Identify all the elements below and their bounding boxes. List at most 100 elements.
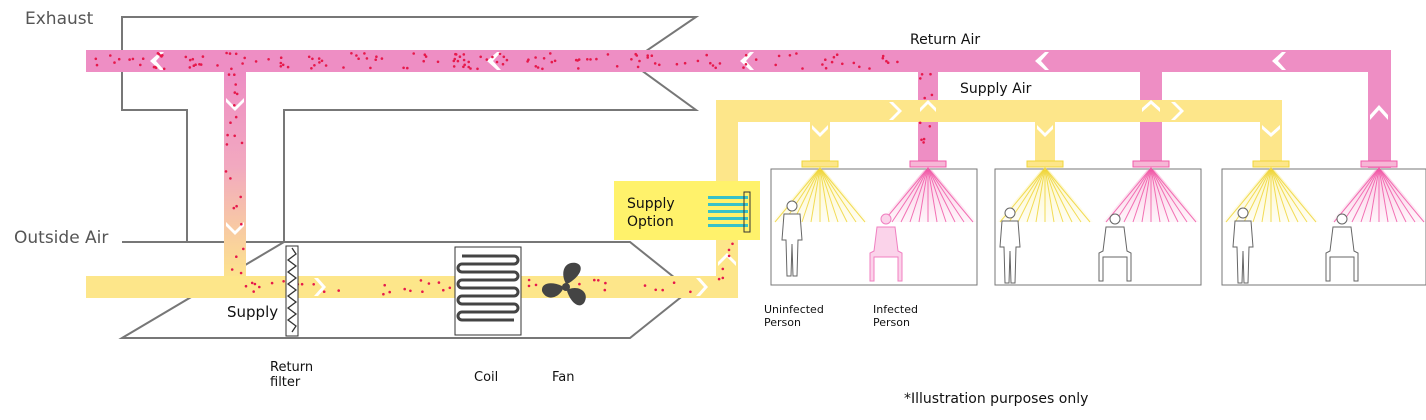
contaminant-dot xyxy=(635,54,639,57)
contaminant-dot xyxy=(320,59,324,63)
contaminant-dot xyxy=(721,276,725,280)
contaminant-dot xyxy=(322,290,326,294)
contaminant-dot xyxy=(324,64,328,67)
contaminant-dot xyxy=(709,61,712,65)
contaminant-dot xyxy=(777,54,781,58)
supply-spray-ray xyxy=(1044,167,1073,223)
contaminant-dot xyxy=(589,58,592,61)
contaminant-dot xyxy=(696,59,700,63)
contaminant-dot xyxy=(491,55,494,59)
contaminant-dot xyxy=(526,60,529,63)
contaminant-dot xyxy=(646,54,649,57)
contaminant-dot xyxy=(307,55,311,59)
contaminant-dot xyxy=(201,55,205,58)
contaminant-dot xyxy=(437,281,441,284)
return-air-label: Return Air xyxy=(910,32,981,48)
contaminant-dot xyxy=(553,59,557,63)
supply-spray-ray xyxy=(1270,167,1290,223)
contaminant-dot xyxy=(369,66,372,70)
air-handler-outline xyxy=(118,241,692,339)
infected-line1: Infected xyxy=(873,303,918,316)
return-spray-ray xyxy=(891,167,929,223)
contaminant-dot xyxy=(920,73,924,76)
contaminant-dot xyxy=(824,58,827,61)
return-spray-ray xyxy=(1141,167,1152,223)
return-spray-ray xyxy=(1360,167,1380,223)
contaminant-dot xyxy=(542,57,546,60)
return-spray-ray xyxy=(1378,167,1389,223)
supply-diffuser-icon xyxy=(1252,160,1290,168)
fan-icon xyxy=(541,262,586,306)
supply-spray-ray xyxy=(1270,167,1308,223)
contaminant-dot xyxy=(754,58,758,61)
return-air-duct xyxy=(86,50,1391,282)
return-spray-ray xyxy=(1150,167,1188,223)
contaminant-dot xyxy=(498,52,502,56)
contaminant-dot xyxy=(243,56,246,60)
supply-spray-ray xyxy=(1017,167,1046,223)
infected-person-label: Infected Person xyxy=(873,303,918,329)
return-spray-ray xyxy=(1114,167,1152,223)
contaminant-dot xyxy=(436,60,440,64)
contaminant-dot xyxy=(421,290,424,294)
contaminant-dot xyxy=(310,67,313,70)
person-icon xyxy=(999,207,1021,284)
supply-diffuser-icon xyxy=(1026,160,1064,168)
contaminant-dot xyxy=(658,63,661,67)
contaminant-dot xyxy=(225,51,228,55)
contaminant-dot xyxy=(454,53,458,56)
contaminant-dot xyxy=(254,60,258,63)
contaminant-dot xyxy=(234,83,237,86)
diffusers xyxy=(772,160,1426,223)
return-spray-ray xyxy=(909,167,929,223)
contaminant-dot xyxy=(576,59,579,62)
contaminant-dot xyxy=(672,281,676,285)
contaminant-dot xyxy=(139,63,142,67)
uninfected-line1: Uninfected xyxy=(764,303,824,316)
supply-option-line2: Option xyxy=(627,214,674,230)
contaminant-dot xyxy=(357,57,360,60)
seated-person-icon xyxy=(1098,213,1132,282)
contaminant-dot xyxy=(225,143,229,146)
contaminant-dot xyxy=(462,58,466,62)
contaminant-dot xyxy=(198,63,201,66)
contaminant-dot xyxy=(774,63,777,67)
contaminant-dot xyxy=(241,62,244,65)
contaminant-dot xyxy=(318,61,321,64)
room-2 xyxy=(994,168,1202,286)
contaminant-dot xyxy=(534,56,537,59)
contaminant-dot xyxy=(380,57,384,60)
supply-spray-ray xyxy=(774,167,821,223)
uv-lamp-icon xyxy=(708,191,751,233)
contaminant-dot xyxy=(923,96,926,100)
return-spray-ray xyxy=(882,167,929,223)
contaminant-dot xyxy=(604,281,607,285)
supply-spray-ray xyxy=(1252,167,1272,223)
contaminant-dot xyxy=(229,177,232,180)
supply-spray-ray xyxy=(819,167,866,223)
contaminant-dot xyxy=(233,73,236,76)
contaminant-dot xyxy=(383,283,387,287)
infected-person-icon xyxy=(869,213,903,282)
return-spray-ray xyxy=(1150,167,1161,223)
contaminant-dot xyxy=(402,66,405,70)
contaminant-dot xyxy=(279,65,283,68)
contaminant-dot xyxy=(286,65,290,69)
supply-spray-ray xyxy=(810,167,821,223)
contaminant-dot xyxy=(929,72,932,76)
contaminant-dot xyxy=(234,52,238,56)
contaminant-dot xyxy=(312,283,316,286)
contaminant-dot xyxy=(427,282,431,285)
contaminant-dot xyxy=(422,59,426,63)
contaminant-dot xyxy=(593,278,596,282)
contaminant-dot xyxy=(920,138,923,142)
contaminant-dot xyxy=(355,54,358,57)
contaminant-dot xyxy=(485,58,489,61)
contaminant-dot xyxy=(412,52,416,55)
contaminant-dot xyxy=(311,57,314,61)
contaminant-dot xyxy=(252,290,255,293)
contaminant-dot xyxy=(194,63,197,66)
return-spray-ray xyxy=(1378,167,1398,223)
contaminant-dot xyxy=(534,283,538,287)
contaminant-dot xyxy=(501,62,505,66)
